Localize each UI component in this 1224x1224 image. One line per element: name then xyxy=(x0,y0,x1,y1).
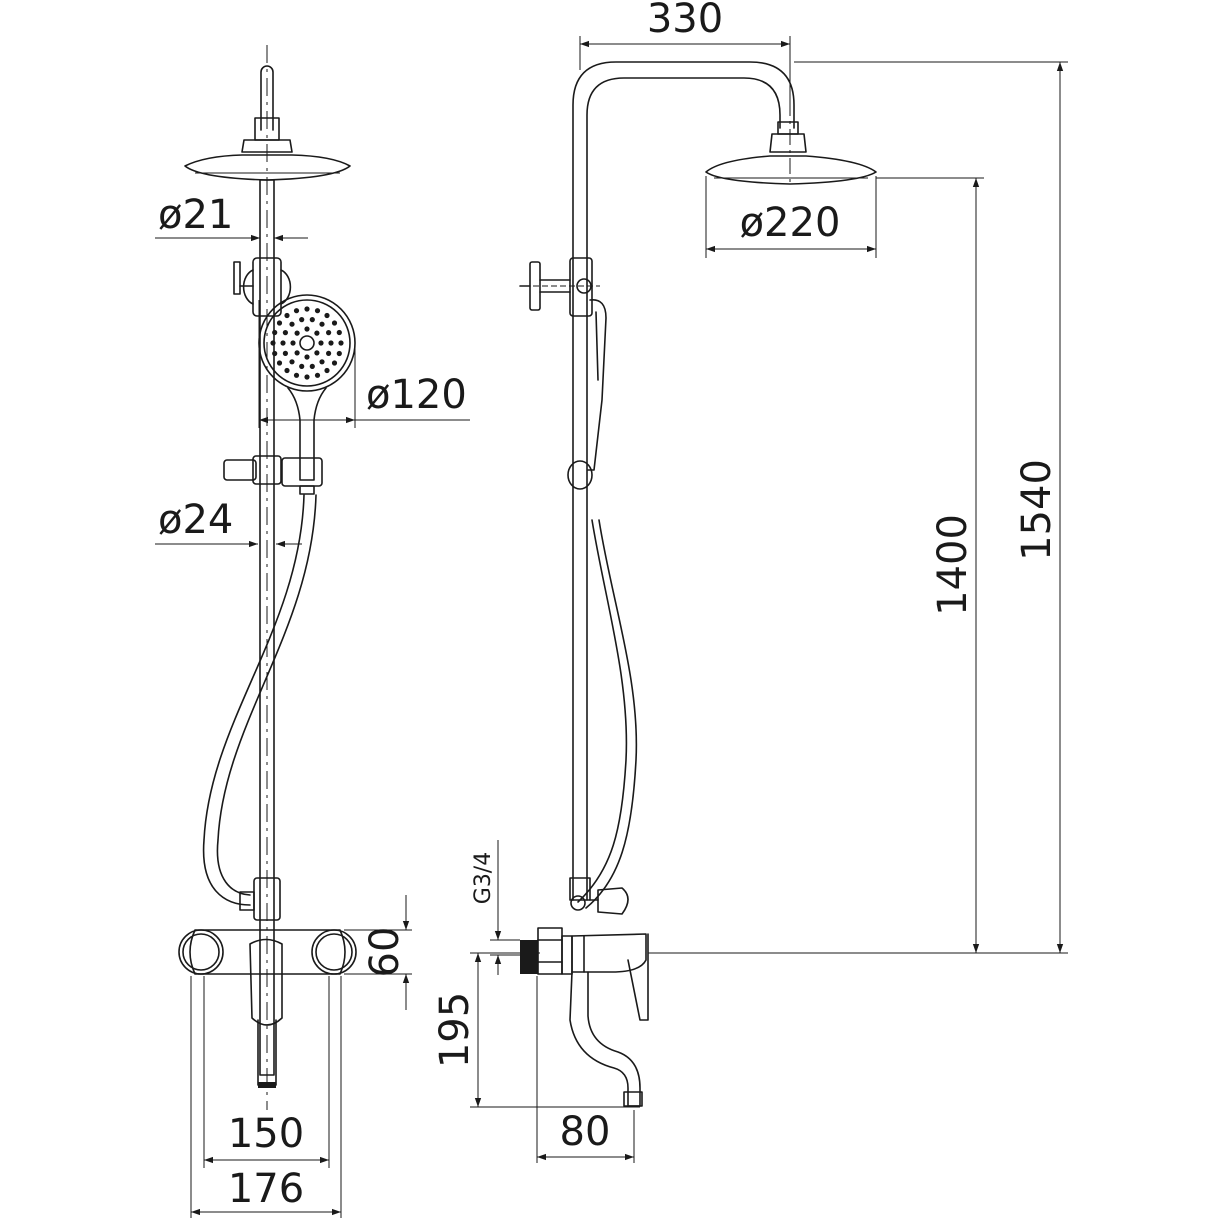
nozzle-dot xyxy=(319,321,325,327)
dim-w176: 176 xyxy=(190,976,342,1218)
dim-w150: 150 xyxy=(203,976,330,1168)
side-view: G3/4 195 80 330 xyxy=(432,0,1068,1163)
dim-h1400: 1400 xyxy=(648,177,1068,954)
side-arm-outer xyxy=(572,61,795,901)
dim-w330: 330 xyxy=(579,0,791,100)
nozzle-dot xyxy=(282,330,288,336)
side-mixer xyxy=(520,927,649,1021)
dim-d220: ø220 xyxy=(705,176,877,258)
dim-d120: ø120 xyxy=(258,300,470,428)
nozzle-dot xyxy=(304,374,310,380)
side-diverter xyxy=(519,257,600,317)
nozzle-dot xyxy=(319,359,325,365)
dim-h195-label: 195 xyxy=(432,992,478,1068)
nozzle-dot xyxy=(276,320,283,326)
front-mixer xyxy=(178,929,357,1088)
nozzle-dot xyxy=(304,354,310,360)
front-hose xyxy=(202,494,317,906)
nozzle-dot xyxy=(280,340,286,346)
front-slide-holder xyxy=(223,455,323,495)
nozzle-dot xyxy=(304,306,310,312)
nozzle-dot xyxy=(338,340,344,346)
side-lower-fitting xyxy=(569,877,629,915)
dim-w330-label: 330 xyxy=(647,0,723,42)
side-arm-inner xyxy=(586,77,781,901)
nozzle-dot xyxy=(282,350,288,356)
nozzle-dot xyxy=(326,330,332,336)
dim-thread: G3/4 xyxy=(471,840,520,975)
nozzle-dot xyxy=(309,363,315,369)
nozzle-dot xyxy=(304,326,310,332)
dim-h60-label: 60 xyxy=(362,927,408,978)
nozzle-dot xyxy=(294,350,300,356)
nozzle-dot xyxy=(331,320,338,326)
nozzle-dot xyxy=(299,317,305,323)
dim-h1540-label: 1540 xyxy=(1014,459,1060,561)
dim-h60: 60 xyxy=(344,895,412,1010)
side-hose xyxy=(577,519,638,909)
dim-d21: ø21 xyxy=(155,192,308,242)
nozzle-dot xyxy=(289,321,295,327)
nozzle-dot xyxy=(336,329,342,336)
dim-w80-label: 80 xyxy=(560,1109,611,1155)
dim-w80: 80 xyxy=(536,976,635,1163)
nozzle-dot xyxy=(336,350,342,357)
nozzle-dot xyxy=(272,329,278,336)
nozzle-dot xyxy=(299,363,305,369)
dim-w150-label: 150 xyxy=(228,1111,304,1157)
hand-shower-nozzles xyxy=(270,306,344,380)
front-view: ø21 ø24 ø120 60 xyxy=(155,45,470,1218)
nozzle-dot xyxy=(324,312,330,319)
dim-d24-label: ø24 xyxy=(158,497,233,543)
dim-h1400-label: 1400 xyxy=(930,514,976,616)
nozzle-dot xyxy=(324,367,330,374)
nozzle-dot xyxy=(328,340,334,346)
dim-d24: ø24 xyxy=(155,497,302,548)
dim-thread-label: G3/4 xyxy=(471,852,496,904)
side-overhead-shower xyxy=(705,100,877,185)
nozzle-dot xyxy=(314,308,321,314)
nozzle-dot xyxy=(289,359,295,365)
nozzle-dot xyxy=(314,350,320,356)
dim-h1540: 1540 xyxy=(794,61,1068,953)
nozzle-dot xyxy=(290,340,296,346)
dim-d120-label: ø120 xyxy=(366,372,467,418)
front-top-riser xyxy=(260,65,274,131)
dim-h195: 195 xyxy=(432,952,640,1108)
nozzle-dot xyxy=(331,360,338,366)
front-lower-connector xyxy=(239,877,281,921)
nozzle-dot xyxy=(284,367,290,374)
front-hand-shower xyxy=(258,294,356,481)
nozzle-dot xyxy=(326,350,332,356)
side-hand-shower xyxy=(567,299,607,490)
nozzle-dot xyxy=(294,330,300,336)
nozzle-dot xyxy=(293,308,300,314)
nozzle-dot xyxy=(284,312,290,319)
dim-d21-label: ø21 xyxy=(158,192,233,238)
nozzle-dot xyxy=(314,330,320,336)
nozzle-dot xyxy=(309,317,315,323)
nozzle-dot xyxy=(318,340,324,346)
side-spout xyxy=(569,971,643,1107)
dim-w176-label: 176 xyxy=(228,1166,304,1212)
nozzle-dot xyxy=(314,372,321,378)
dim-d220-label: ø220 xyxy=(740,200,841,246)
nozzle-dot xyxy=(272,350,278,357)
nozzle-dot xyxy=(293,372,300,378)
front-overhead-shower xyxy=(184,117,351,181)
nozzle-dot xyxy=(270,340,276,346)
nozzle-dot xyxy=(276,360,283,366)
